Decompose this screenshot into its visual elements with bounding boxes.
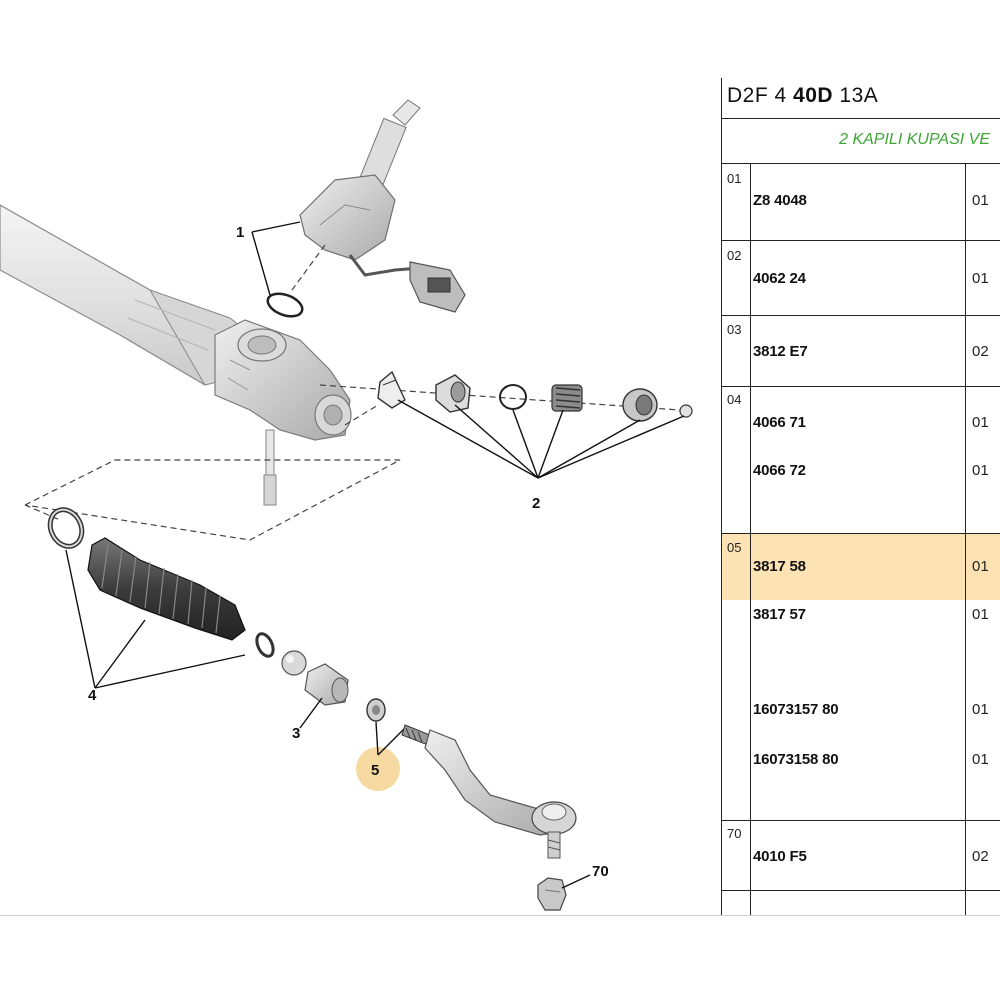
callout-4-leaders: [65, 549, 246, 689]
part-quantity: 01: [972, 701, 989, 718]
part-quantity: 02: [972, 343, 989, 360]
parts-reference-table: D2F 4 40D 13A 2 KAPILI KUPASI VE 01 Z8 4…: [721, 78, 1000, 915]
row-divider: [721, 533, 1000, 534]
callout-3: 3: [292, 725, 300, 742]
part-quantity: 01: [972, 414, 989, 431]
highlight-marker-5: [356, 747, 400, 791]
steering-rack-exploded-diagram: 1 2 3 4 5 70: [0, 99, 693, 911]
part-quantity: 01: [972, 192, 989, 209]
part-quantity: 01: [972, 751, 989, 768]
index-column-divider: [750, 164, 751, 915]
callout-4: 4: [88, 687, 97, 704]
rack-boot: [87, 537, 246, 641]
part-reference: 3812 E7: [753, 343, 808, 360]
row-index: 01: [727, 171, 742, 186]
qty-column-divider: [965, 164, 966, 915]
part-reference: 16073157 80: [753, 701, 839, 718]
lock-nut: [679, 404, 693, 418]
part-quantity: 02: [972, 848, 989, 865]
table-border-left: [721, 78, 722, 915]
row-divider: [721, 386, 1000, 387]
row-index: 03: [727, 322, 742, 337]
pinion-valve-assembly: [299, 99, 466, 313]
part-reference: Z8 4048: [753, 192, 807, 209]
o-ring-seal: [266, 292, 304, 318]
row-divider: [721, 240, 1000, 241]
part-reference: 4066 72: [753, 462, 806, 479]
outer-tie-rod-end: [401, 724, 577, 859]
callout-2-leaders: [397, 399, 685, 479]
inner-boot-clamp: [255, 632, 275, 658]
tie-rod-lock-nut: [366, 698, 386, 722]
yoke-spring: [551, 384, 583, 412]
row-index: 70: [727, 826, 742, 841]
model-code-part-b: 40D: [793, 84, 834, 107]
inner-tie-rod: [281, 650, 349, 706]
yoke-components: [377, 370, 693, 422]
model-code-part-a: D2F 4: [727, 84, 787, 107]
part-reference: 3817 58: [753, 558, 806, 575]
castle-nut: [537, 877, 567, 911]
part-reference: 4010 F5: [753, 848, 807, 865]
outer-boot-clamp: [47, 507, 85, 549]
callout-70-leaders: [561, 874, 591, 889]
part-quantity: 01: [972, 606, 989, 623]
gear-housing: [214, 319, 352, 506]
callout-70: 70: [592, 863, 609, 880]
callout-2: 2: [532, 495, 540, 512]
variant-header: 2 KAPILI KUPASI VE: [721, 119, 1000, 164]
variant-label: 2 KAPILI KUPASI VE: [839, 131, 990, 148]
adjuster-plug: [622, 388, 658, 422]
callout-3-leaders: [299, 697, 323, 729]
row-divider: [721, 820, 1000, 821]
part-quantity: 01: [972, 462, 989, 479]
row-divider: [721, 315, 1000, 316]
part-reference: 3817 57: [753, 606, 806, 623]
row-divider: [721, 890, 1000, 891]
part-reference: 4062 24: [753, 270, 806, 287]
callout-1: 1: [236, 224, 244, 241]
callout-5: 5: [371, 762, 379, 779]
part-reference: 16073158 80: [753, 751, 839, 768]
model-code: D2F 4 40D 13A: [727, 84, 878, 108]
part-reference: 4066 71: [753, 414, 806, 431]
callout-5-leaders: [375, 721, 406, 756]
row-index: 02: [727, 248, 742, 263]
bottom-divider: [0, 915, 1000, 916]
part-quantity: 01: [972, 558, 989, 575]
model-code-part-c: 13A: [839, 84, 879, 107]
rack-housing: [0, 204, 246, 386]
model-code-header: D2F 4 40D 13A: [721, 78, 1000, 119]
callout-1-leaders: [251, 221, 301, 296]
row-index: 05: [727, 540, 742, 555]
selected-row-highlight: [721, 533, 1000, 600]
row-index: 04: [727, 392, 742, 407]
part-quantity: 01: [972, 270, 989, 287]
